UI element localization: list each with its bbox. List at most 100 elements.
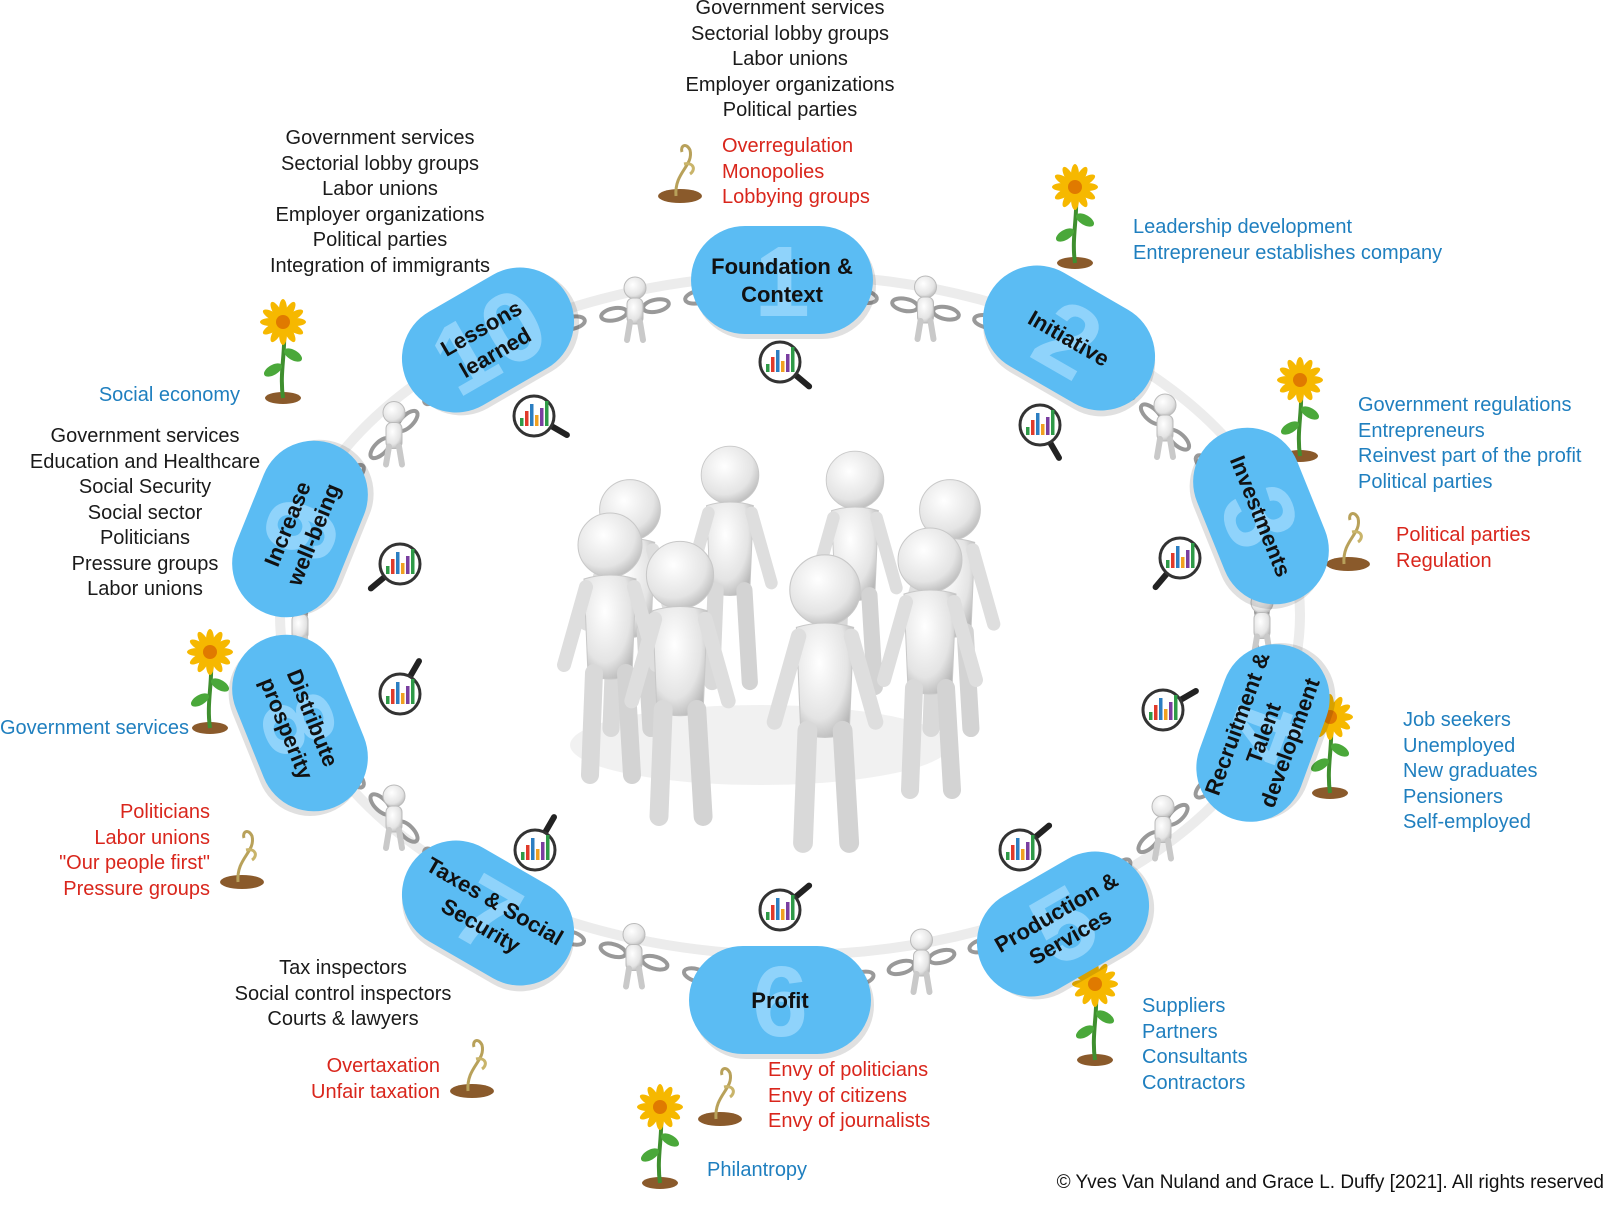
list-item: Envy of citizens — [768, 1084, 907, 1107]
list-item: Regulation — [1396, 549, 1492, 572]
list-item: Overregulation — [722, 135, 854, 157]
copyright-notice: © Yves Van Nuland and Grace L. Duffy [20… — [1056, 1172, 1604, 1193]
wilted-plant-icon — [658, 144, 702, 203]
list-item: Politicians — [99, 527, 191, 549]
magnifier-chart-icon — [512, 394, 570, 438]
list-item: New graduates — [1403, 760, 1538, 782]
list-item: Leadership development — [1133, 216, 1353, 238]
magnifier-chart-icon — [1018, 403, 1062, 461]
distribute-support: Government services — [0, 716, 189, 742]
list-item: Suppliers — [1142, 995, 1226, 1017]
list-item: Sectorial lobby groups — [691, 22, 889, 45]
person-figure — [624, 540, 736, 826]
list-item: Social control inspectors — [234, 982, 452, 1005]
flower-icon — [260, 299, 306, 404]
list-item: Employer organizations — [685, 73, 895, 96]
flower-icon — [1052, 164, 1098, 269]
magnifier-chart-icon — [758, 340, 813, 390]
list-item: Tax inspectors — [279, 957, 407, 979]
list-item: Political parties — [722, 99, 858, 121]
stage-label: Foundation & — [711, 254, 853, 279]
list-item: Pensioners — [1403, 785, 1504, 808]
flower-icon — [187, 629, 233, 734]
list-item: Employer organizations — [275, 203, 485, 226]
magnifier-chart-icon — [758, 882, 813, 932]
wellbeing-support: Social economy — [60, 383, 240, 409]
list-item: Political parties — [1358, 470, 1493, 493]
magnifier-chart-icon — [1141, 688, 1199, 732]
list-item: Education and Healthcare — [29, 450, 261, 473]
flower-icon — [637, 1084, 683, 1189]
list-item: Overtaxation — [326, 1055, 440, 1077]
stage-label: Profit — [751, 988, 809, 1013]
list-item: Partners — [1142, 1020, 1218, 1043]
list-item: Envy of journalists — [768, 1110, 931, 1132]
list-item: Labor unions — [87, 578, 203, 600]
list-item: Entrepreneurs — [1358, 419, 1485, 442]
list-item: Philantropy — [707, 1159, 808, 1181]
magnifier-chart-icon — [367, 542, 422, 592]
list-item: Government regulations — [1358, 394, 1572, 416]
list-item: Courts & lawyers — [267, 1008, 419, 1030]
list-item: Labor unions — [94, 826, 210, 849]
list-item: Pressure groups — [71, 552, 219, 575]
person-figure — [766, 554, 884, 853]
list-item: Political parties — [312, 229, 448, 251]
list-item: Monopolies — [722, 160, 825, 183]
list-item: Integration of immigrants — [269, 254, 491, 277]
wilted-plant-icon — [450, 1039, 494, 1098]
list-item: Social economy — [98, 384, 240, 406]
people-circle-icon — [557, 445, 1001, 853]
person-figure — [877, 527, 983, 799]
flower-icon — [1072, 961, 1118, 1066]
stage-label: Context — [741, 282, 824, 307]
list-item: Social Security — [78, 476, 212, 498]
list-item: Government services — [50, 425, 240, 447]
profit-support: Philantropy — [707, 1158, 807, 1184]
list-item: "Our people first" — [59, 852, 210, 874]
list-item: Political parties — [1396, 524, 1531, 546]
list-item: Self-employed — [1403, 811, 1531, 833]
magnifier-chart-icon — [513, 814, 557, 872]
list-item: Reinvest part of the profit — [1358, 445, 1582, 467]
stage-number: 6 — [752, 946, 808, 1058]
list-item: Entrepreneur establishes company — [1133, 241, 1443, 264]
magnifier-chart-icon — [378, 658, 422, 716]
list-item: Government services — [285, 127, 475, 149]
magnifier-chart-icon — [998, 822, 1053, 872]
wilted-plant-icon — [220, 830, 264, 889]
stage-number: 1 — [754, 226, 810, 338]
list-item: Social sector — [87, 501, 203, 524]
chain-figure-icon — [808, 275, 1043, 342]
list-item: Politicians — [119, 801, 210, 823]
list-item: Consultants — [1142, 1046, 1248, 1068]
list-item: Envy of politicians — [768, 1059, 929, 1081]
list-item: Government services — [695, 0, 885, 19]
magnifier-chart-icon — [1152, 536, 1202, 591]
magnifier-icons — [367, 340, 1202, 932]
list-item: Sectorial lobby groups — [281, 152, 479, 175]
list-item: Lobbying groups — [722, 186, 870, 208]
list-item: Contractors — [1142, 1071, 1246, 1094]
